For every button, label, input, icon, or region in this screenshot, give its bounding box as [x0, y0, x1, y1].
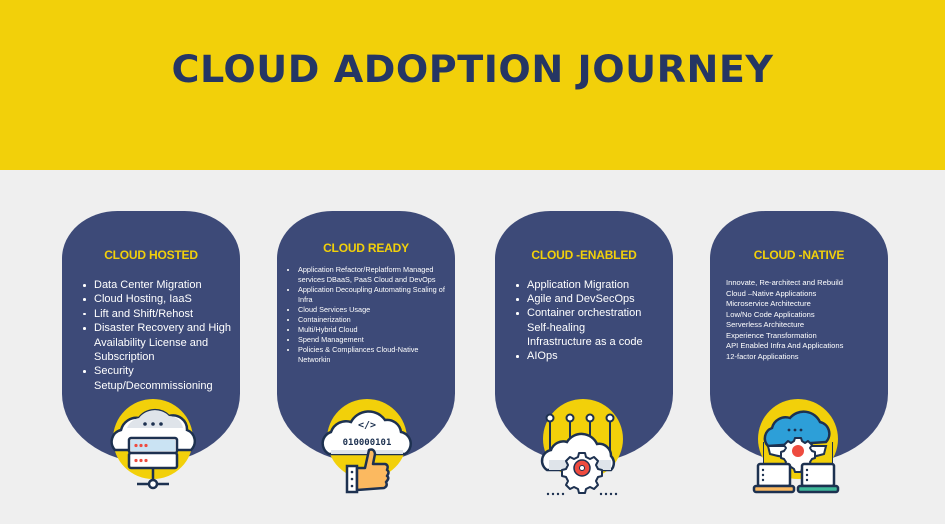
- list-item: Cloud –Native Applications: [726, 288, 817, 298]
- list-item: Containerization: [286, 315, 451, 325]
- card-item-list: Data Center Migration Cloud Hosting, Iaa…: [82, 278, 232, 393]
- card-title: CLOUD HOSTED: [104, 248, 198, 262]
- page-title: CLOUD ADOPTION JOURNEY: [171, 48, 774, 91]
- card-item-list: Innovate, Re-architect and Rebuild Cloud…: [726, 278, 886, 362]
- list-item: Container orchestration: [515, 306, 670, 320]
- card-cloud-hosted: CLOUD HOSTED Data Center Migration Cloud…: [62, 211, 240, 463]
- list-item: AIOps: [515, 349, 670, 363]
- list-item: Cloud Hosting, IaaS: [82, 292, 232, 306]
- list-item: Application Refactor/Replatform Managed …: [286, 265, 451, 285]
- card-title: CLOUD READY: [323, 241, 409, 255]
- binary-code-text: 010000101: [343, 438, 392, 448]
- list-item: Experience Transformation: [726, 330, 817, 340]
- card-title: CLOUD -ENABLED: [531, 248, 637, 262]
- list-item: Security Setup/Decommissioning: [82, 364, 232, 393]
- list-item: Data Center Migration: [82, 278, 232, 292]
- cloud-server-icon: [110, 399, 197, 490]
- cloud-gear-laptops-icon: [752, 399, 840, 494]
- list-item: Serverless Architecture: [726, 320, 805, 329]
- cloud-gear-network-icon: [540, 399, 623, 496]
- list-item: Innovate, Re-architect and Rebuild: [726, 278, 843, 287]
- list-item: Application Migration: [515, 278, 670, 292]
- list-item: API Enabled Infra And Applications: [726, 341, 844, 350]
- card-item-list: Application Refactor/Replatform Managed …: [286, 265, 451, 365]
- cloud-code-thumbs-up-icon: </> 010000101: [321, 399, 412, 494]
- list-item: Multi/Hybrid Cloud: [286, 325, 451, 335]
- list-item: 12-factor Applications: [726, 351, 799, 361]
- list-item: Low/No Code Applications: [726, 309, 815, 319]
- card-title: CLOUD -NATIVE: [753, 248, 845, 262]
- list-item: Self-healing: [527, 321, 586, 334]
- list-item: Agile and DevSecOps: [515, 292, 670, 306]
- header-banner: [0, 0, 945, 170]
- list-item: Cloud Services Usage: [286, 305, 451, 315]
- list-item: Microservice Architecture: [726, 299, 811, 308]
- card-item-list: Application Migration Agile and DevSecOp…: [515, 278, 670, 363]
- list-item: Infrastructure as a code: [527, 335, 643, 348]
- list-item: Lift and Shift/Rehost: [82, 307, 232, 321]
- list-item: Policies & Compliances Cloud-Native Netw…: [286, 345, 451, 365]
- list-item: Application Decoupling Automating Scalin…: [286, 285, 451, 305]
- list-item: Spend Management: [286, 335, 451, 345]
- svg-text:</>: </>: [358, 420, 376, 431]
- list-item: Disaster Recovery and High Availability …: [82, 321, 232, 364]
